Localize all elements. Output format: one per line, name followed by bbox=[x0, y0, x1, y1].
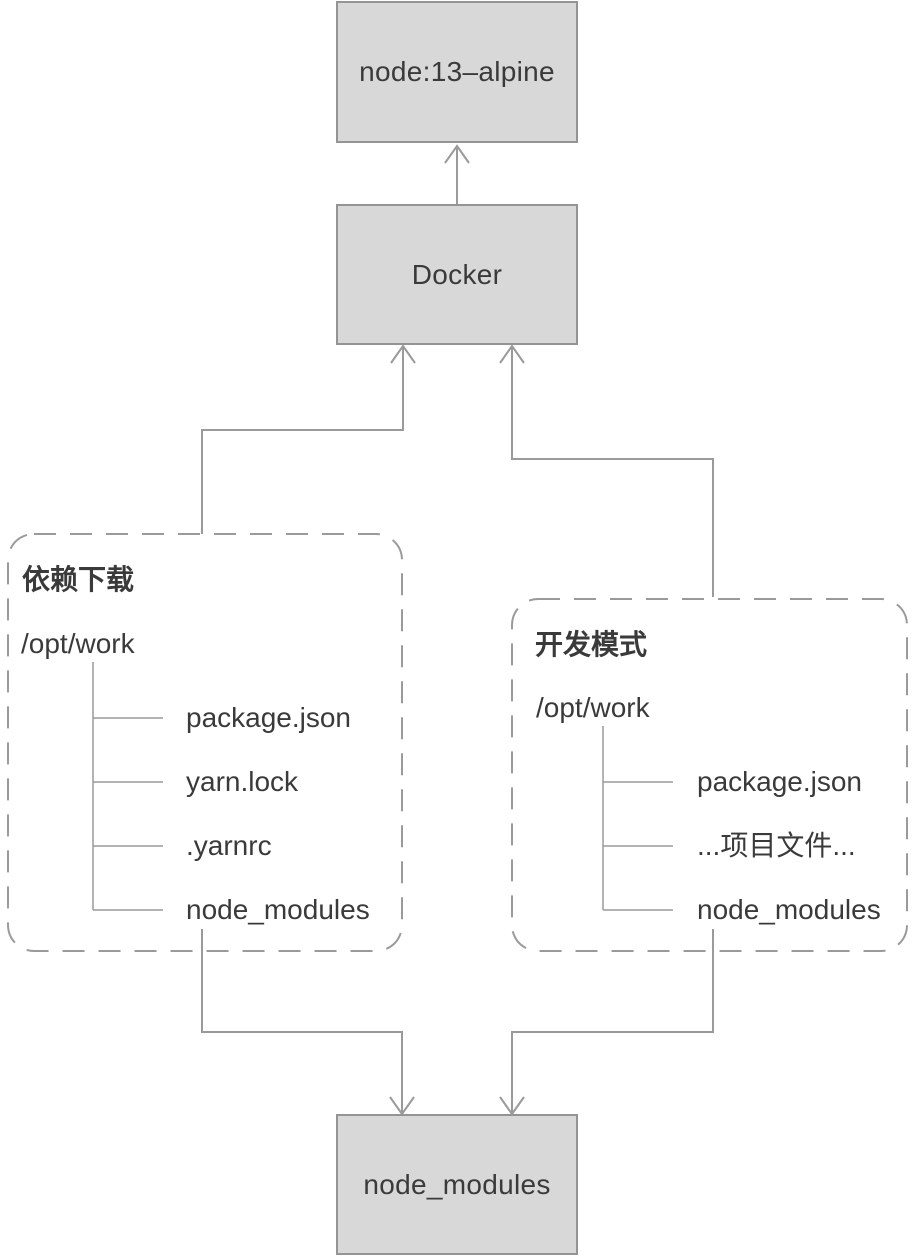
left-panel-title: 依赖下载 bbox=[22, 564, 135, 595]
right-file-tree-lines bbox=[602, 726, 673, 911]
left-panel-to-modules-arrow bbox=[201, 929, 415, 1116]
arrow-up-icon bbox=[499, 344, 525, 364]
docker-to-base-arrow bbox=[444, 144, 470, 205]
left-file-item: package.json bbox=[186, 702, 352, 733]
arrow-up-icon bbox=[390, 344, 416, 364]
right-file-item: package.json bbox=[697, 766, 863, 797]
left-file-item: node_modules bbox=[186, 894, 370, 925]
left-panel-root-path: /opt/work bbox=[21, 628, 135, 659]
shared-node-modules-box: node_modules bbox=[336, 1114, 578, 1255]
right-panel-to-docker-arrow bbox=[499, 344, 714, 597]
right-file-item: node_modules bbox=[697, 894, 881, 925]
arrow-up-icon bbox=[444, 144, 470, 164]
shared-node-modules-label: node_modules bbox=[363, 1168, 551, 1200]
right-file-item: ...项目文件... bbox=[697, 830, 856, 861]
left-file-item: .yarnrc bbox=[186, 830, 272, 861]
base-image-box: node:13–alpine bbox=[336, 1, 578, 143]
left-panel-border bbox=[7, 533, 403, 952]
right-panel-root-path: /opt/work bbox=[536, 692, 650, 723]
right-panel-to-modules-arrow bbox=[499, 929, 714, 1116]
docker-label: Docker bbox=[411, 258, 503, 290]
left-file-tree-lines bbox=[92, 662, 163, 911]
right-panel-title: 开发模式 bbox=[535, 629, 648, 660]
left-file-item: yarn.lock bbox=[186, 766, 299, 797]
base-image-label: node:13–alpine bbox=[359, 56, 555, 87]
left-panel-to-docker-arrow bbox=[201, 344, 416, 534]
docker-box: Docker bbox=[336, 204, 578, 345]
